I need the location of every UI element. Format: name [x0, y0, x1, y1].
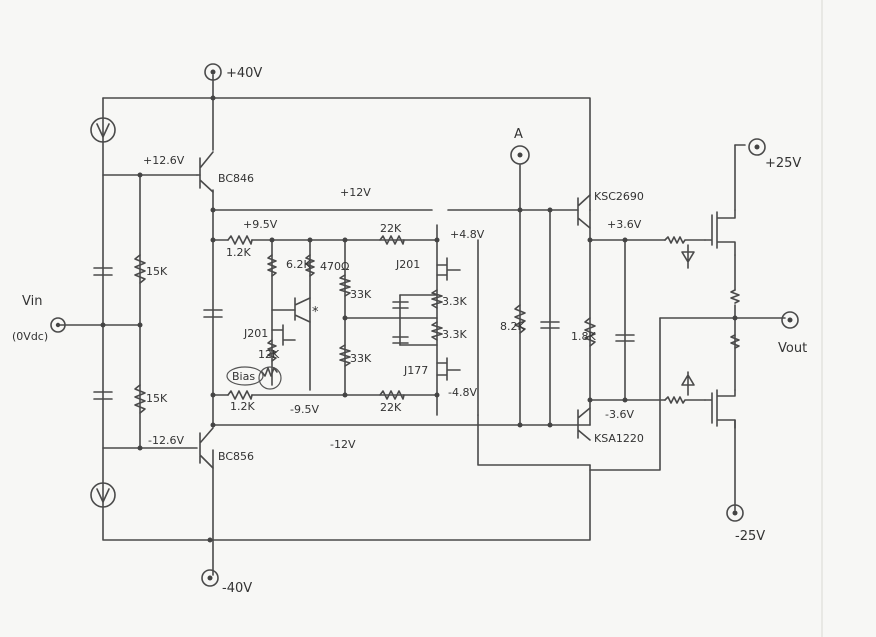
label-ksa1220: KSA1220: [594, 432, 644, 445]
resistor-12k: [267, 339, 277, 362]
label-pos40: +40V: [226, 66, 262, 81]
label-r6-2k: 6.2K: [286, 258, 311, 271]
label-star-mid: *: [312, 305, 319, 320]
resistor-out-gate-bottom: [664, 396, 706, 404]
label-neg25: -25V: [735, 529, 765, 544]
resistor-15k-bottom: [134, 384, 146, 414]
resistor-8-2k: [514, 304, 526, 334]
transistor-bc846: [196, 151, 214, 193]
current-source-top: [90, 117, 116, 143]
label-pos9-5: +9.5V: [243, 218, 278, 231]
capacitor-right: [540, 321, 560, 329]
label-j177: J177: [403, 364, 428, 377]
label-vout: Vout: [778, 341, 807, 356]
label-r470: 470Ω: [320, 260, 349, 273]
resistor-33k-bottom: [339, 344, 351, 367]
zener-bottom: [681, 371, 695, 396]
resistor-3-3k-bottom: [431, 321, 443, 341]
resistor-source-bottom: [730, 334, 740, 349]
transistor-ksa1220: [577, 407, 591, 441]
label-r1-8k: 1.8K: [571, 330, 596, 343]
resistor-3-3k-top: [431, 289, 443, 309]
resistor-33k-top: [339, 274, 351, 297]
resistor-1-2k-bottom: [227, 390, 253, 400]
transistor-ksc2690: [577, 194, 591, 229]
label-r15k-bottom: 15K: [146, 392, 168, 405]
label-r12k: 12K: [258, 348, 280, 361]
capacitor-input-bottom: [93, 391, 113, 400]
current-source-bottom: [90, 482, 116, 508]
resistor-22k-bottom: [379, 390, 405, 400]
terminal-pos40: [204, 63, 222, 81]
transistor-bc856: [199, 427, 214, 469]
resistor-source-top: [730, 289, 740, 304]
label-pos4-8: +4.8V: [450, 228, 485, 241]
label-r8-2k: 8.2K: [500, 320, 525, 333]
capacitor-output: [615, 334, 635, 342]
terminal-pos25: [748, 138, 766, 156]
transistor-mid-bias: [294, 297, 311, 323]
label-bc856: BC856: [218, 450, 254, 463]
resistor-470: [305, 254, 315, 277]
terminal-neg25: [726, 504, 744, 522]
capacitor-a: [392, 301, 409, 309]
capacitor-b: [392, 336, 409, 344]
terminal-vin: [50, 317, 66, 333]
label-node-a: A: [514, 127, 523, 142]
resistor-22k-top: [379, 235, 405, 245]
terminal-a: [510, 145, 530, 165]
bias-callout-bubble: [226, 366, 264, 386]
label-neg4-8: -4.8V: [448, 386, 477, 399]
label-pos12: +12V: [340, 186, 371, 199]
label-bias: Bias: [232, 370, 255, 383]
resistor-15k-top: [134, 254, 146, 284]
terminal-vout: [781, 311, 799, 329]
label-r1-2k-top: 1.2K: [226, 246, 251, 259]
bias-potentiometer: [258, 366, 282, 390]
label-pos25: +25V: [765, 156, 801, 171]
transistor-j177: [436, 357, 461, 381]
label-neg3-6: -3.6V: [605, 408, 634, 421]
label-neg12: -12V: [330, 438, 356, 451]
label-j201-main: J201: [395, 258, 420, 271]
label-r3-3k-bottom: 3.3K: [442, 328, 467, 341]
label-r15k-top: 15K: [146, 265, 168, 278]
resistor-1-2k-top: [227, 235, 253, 245]
junction-dots: [100, 95, 738, 543]
zener-top: [681, 244, 695, 269]
transistor-j201-bias: [271, 324, 296, 346]
label-r33k-bottom: 33K: [350, 352, 372, 365]
mosfet-bottom: [704, 389, 736, 429]
label-vin-dc: (0Vdc): [12, 330, 48, 343]
label-vin: Vin: [22, 294, 42, 309]
label-r22k-bottom: 22K: [380, 401, 402, 414]
label-neg40: -40V: [222, 581, 252, 596]
label-ksc2690: KSC2690: [594, 190, 644, 203]
transistor-j201-main: [436, 257, 461, 281]
wiring: [59, 74, 786, 576]
label-j201-bias: J201: [243, 327, 268, 340]
label-neg12-6: -12.6V: [148, 434, 184, 447]
label-r22k-top: 22K: [380, 222, 402, 235]
terminal-neg40: [201, 569, 219, 587]
label-r33k-top: 33K: [350, 288, 372, 301]
label-r1-2k-bottom: 1.2K: [230, 400, 255, 413]
capacitor-input-top: [93, 267, 113, 276]
label-neg9-5: -9.5V: [290, 403, 319, 416]
label-bc846: BC846: [218, 172, 254, 185]
label-pos3-6: +3.6V: [607, 218, 642, 231]
resistor-out-gate-top: [664, 236, 706, 244]
label-pos12-6: +12.6V: [143, 154, 185, 167]
resistor-1-8k: [584, 317, 596, 347]
capacitor-left: [203, 309, 223, 318]
mosfet-top: [704, 209, 736, 256]
label-r3-3k-top: 3.3K: [442, 295, 467, 308]
resistor-6-2k: [267, 254, 277, 277]
